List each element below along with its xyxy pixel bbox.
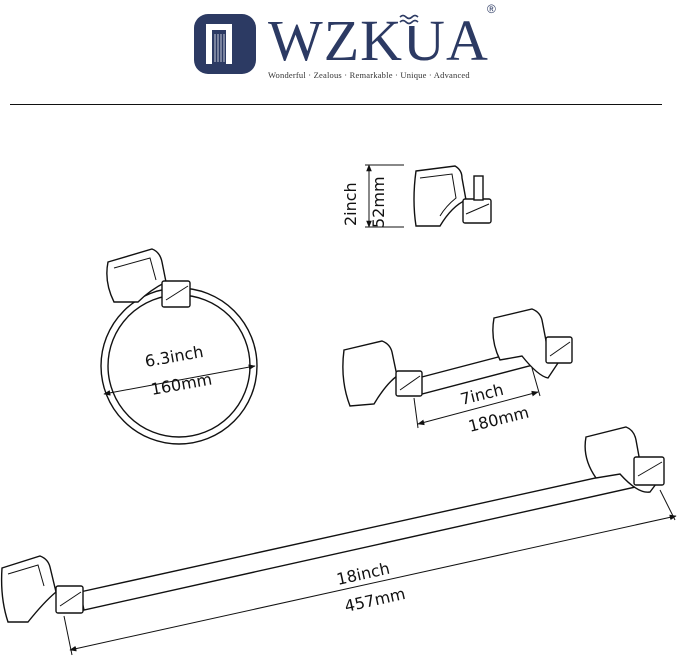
robe-hook: [365, 164, 492, 228]
header: WZKUA ® Wonderful · Zealous · Remarkable…: [0, 0, 679, 110]
towel-ring: [100, 248, 258, 445]
holder-length-inch: 7inch: [458, 380, 505, 409]
ring-diameter-inch: 6.3inch: [143, 342, 204, 371]
brand-logo-icon: [194, 14, 256, 74]
paper-holder: [342, 308, 573, 429]
brand-tagline: Wonderful · Zealous · Remarkable · Uniqu…: [268, 70, 470, 80]
brand-name: WZKUA: [268, 8, 489, 73]
bar-length-inch: 18inch: [335, 559, 392, 589]
header-divider: [10, 104, 662, 105]
hook-height-inch: 2inch: [341, 182, 360, 226]
registered-mark: ®: [487, 2, 496, 16]
bar-length-mm: 457mm: [343, 584, 407, 616]
towel-bar: [0, 426, 677, 656]
holder-length-mm: 180mm: [466, 403, 530, 436]
ring-diameter-mm: 160mm: [149, 370, 213, 399]
hook-height-mm: 52mm: [369, 176, 388, 228]
wave-icon: [398, 12, 422, 26]
